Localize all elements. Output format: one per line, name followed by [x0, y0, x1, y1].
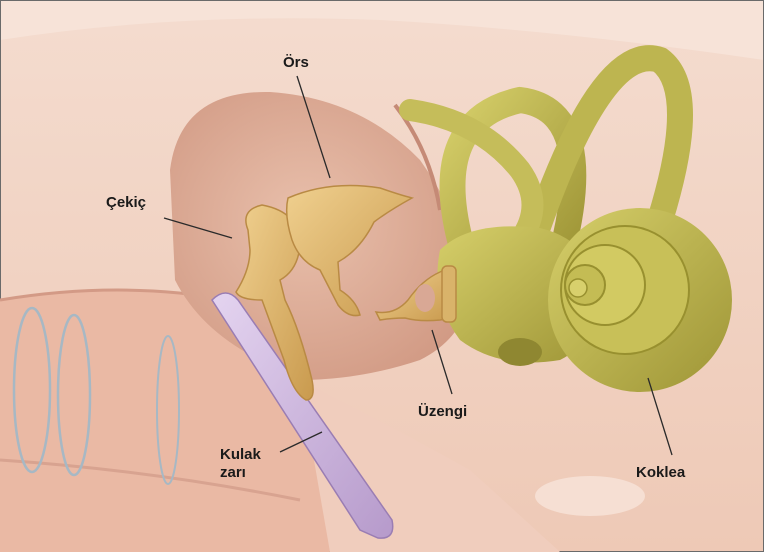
label-cekic: Çekiç [106, 194, 146, 212]
label-uzengi: Üzengi [418, 403, 467, 421]
label-koklea: Koklea [636, 464, 685, 482]
label-kulak-line2: zarı [220, 464, 261, 482]
label-kulak-zari: Kulak zarı [220, 446, 261, 482]
label-kulak-line1: Kulak [220, 446, 261, 464]
cochlea [548, 208, 732, 392]
label-ors: Örs [283, 54, 309, 72]
